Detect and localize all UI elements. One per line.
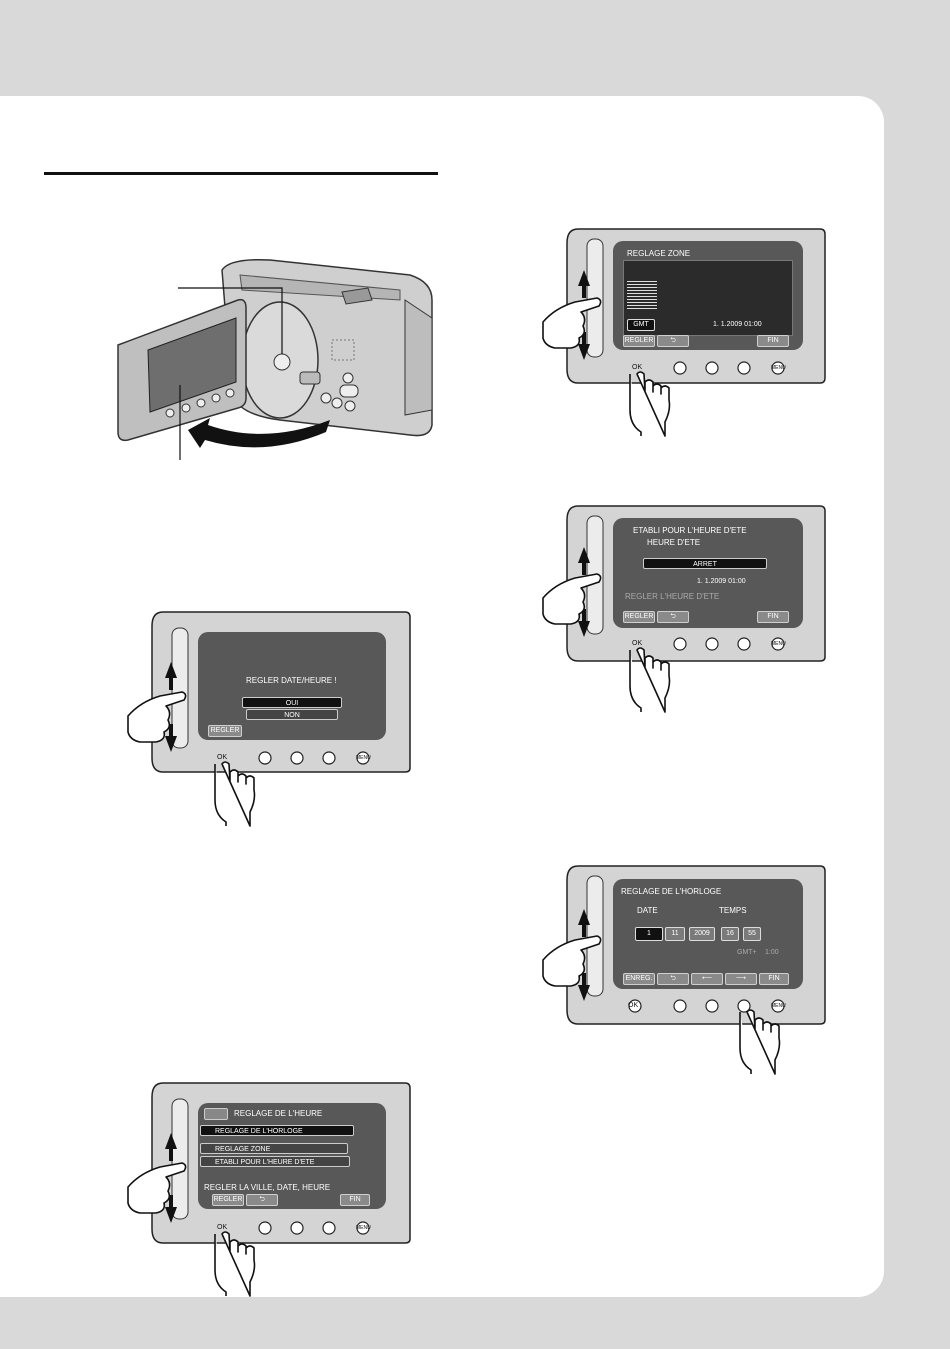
arrow-right-icon: ⟶ bbox=[735, 975, 747, 982]
ok-button[interactable]: OK bbox=[632, 364, 643, 371]
regler-button[interactable]: REGLER bbox=[212, 1194, 244, 1206]
menu-button[interactable]: MENU bbox=[771, 1003, 786, 1009]
menu-button[interactable]: MENU bbox=[356, 755, 371, 761]
screen-title: REGLAGE DE L'HEURE bbox=[234, 1109, 323, 1118]
section-rule bbox=[44, 172, 438, 175]
menu-button[interactable]: MENU bbox=[356, 1225, 371, 1231]
menu-button[interactable]: MENU bbox=[771, 641, 786, 647]
screen-hint: REGLER L'HEURE D'ETE bbox=[625, 592, 720, 601]
dst-value[interactable]: ARRET bbox=[643, 558, 767, 569]
hour-field[interactable]: 16 bbox=[721, 927, 739, 941]
regler-button[interactable]: REGLER bbox=[208, 725, 242, 737]
ok-button[interactable]: OK bbox=[628, 1002, 639, 1009]
screen-title: REGLAGE ZONE bbox=[627, 249, 691, 258]
menu-item-clock[interactable]: REGLAGE DE L'HORLOGE bbox=[200, 1125, 354, 1136]
lcd-screen-clock: REGLAGE DE L'HORLOGE DATE TEMPS 1 11 200… bbox=[613, 879, 803, 989]
date-label: DATE bbox=[637, 906, 658, 915]
menu-button[interactable]: MENU bbox=[771, 365, 786, 371]
gmt-field[interactable]: GMT bbox=[627, 319, 655, 331]
gmt-offset: 1:00 bbox=[765, 949, 779, 956]
gmt-label: GMT+ bbox=[737, 949, 757, 956]
time-label: TEMPS bbox=[719, 906, 747, 915]
arrow-left-icon: ⟵ bbox=[701, 975, 713, 982]
fin-button[interactable]: FIN bbox=[759, 973, 789, 985]
fin-button[interactable]: FIN bbox=[757, 335, 789, 347]
regler-button[interactable]: REGLER bbox=[623, 335, 655, 347]
back-arrow-icon: ⮌ bbox=[670, 975, 676, 982]
back-button[interactable]: ⮌ bbox=[246, 1194, 278, 1206]
lcd-screen-zone: REGLAGE ZONE GMT 1. 1.2009 01:00 REGLER … bbox=[613, 241, 803, 350]
ok-button[interactable]: OK bbox=[217, 1224, 228, 1231]
lcd-screen-confirm: REGLER DATE/HEURE ! OUI NON REGLER bbox=[198, 632, 386, 740]
right-arrow-button[interactable]: ⟶ bbox=[725, 973, 757, 985]
back-button[interactable]: ⮌ bbox=[657, 611, 689, 623]
regler-button[interactable]: REGLER bbox=[623, 611, 655, 623]
screen-subtitle: HEURE D'ETE bbox=[647, 538, 701, 547]
screen-message: REGLER DATE/HEURE ! bbox=[246, 676, 337, 685]
minute-field[interactable]: 55 bbox=[743, 927, 761, 941]
lcd-screen-dst: ETABLI POUR L'HEURE D'ETE HEURE D'ETE AR… bbox=[613, 518, 803, 628]
screen-title: ETABLI POUR L'HEURE D'ETE bbox=[633, 526, 747, 535]
lcd-screen-time-settings: REGLAGE DE L'HEURE REGLAGE DE L'HORLOGE … bbox=[198, 1103, 386, 1209]
back-arrow-icon: ⮌ bbox=[259, 1196, 265, 1203]
fin-button[interactable]: FIN bbox=[340, 1194, 370, 1206]
city-list bbox=[627, 281, 657, 309]
datetime: 1. 1.2009 01:00 bbox=[697, 578, 746, 585]
screen-hint: REGLER LA VILLE, DATE, HEURE bbox=[204, 1183, 331, 1192]
option-non[interactable]: NON bbox=[246, 709, 338, 720]
day-field[interactable]: 1 bbox=[635, 927, 663, 941]
fin-button[interactable]: FIN bbox=[757, 611, 789, 623]
datetime: 1. 1.2009 01:00 bbox=[713, 321, 762, 328]
month-field[interactable]: 11 bbox=[665, 927, 685, 941]
menu-item-zone[interactable]: REGLAGE ZONE bbox=[200, 1143, 348, 1154]
back-button[interactable]: ⮌ bbox=[657, 335, 689, 347]
menu-icon bbox=[204, 1108, 228, 1120]
enreg-button[interactable]: ENREG. bbox=[623, 973, 655, 985]
left-arrow-button[interactable]: ⟵ bbox=[691, 973, 723, 985]
screen-title: REGLAGE DE L'HORLOGE bbox=[621, 887, 722, 896]
ok-button[interactable]: OK bbox=[217, 754, 228, 761]
back-arrow-icon: ⮌ bbox=[670, 337, 676, 344]
year-field[interactable]: 2009 bbox=[689, 927, 715, 941]
option-oui[interactable]: OUI bbox=[242, 697, 342, 708]
back-arrow-icon: ⮌ bbox=[670, 613, 676, 620]
ok-button[interactable]: OK bbox=[632, 640, 643, 647]
back-button[interactable]: ⮌ bbox=[657, 973, 689, 985]
menu-item-dst[interactable]: ETABLI POUR L'HEURE D'ETE bbox=[200, 1156, 350, 1167]
